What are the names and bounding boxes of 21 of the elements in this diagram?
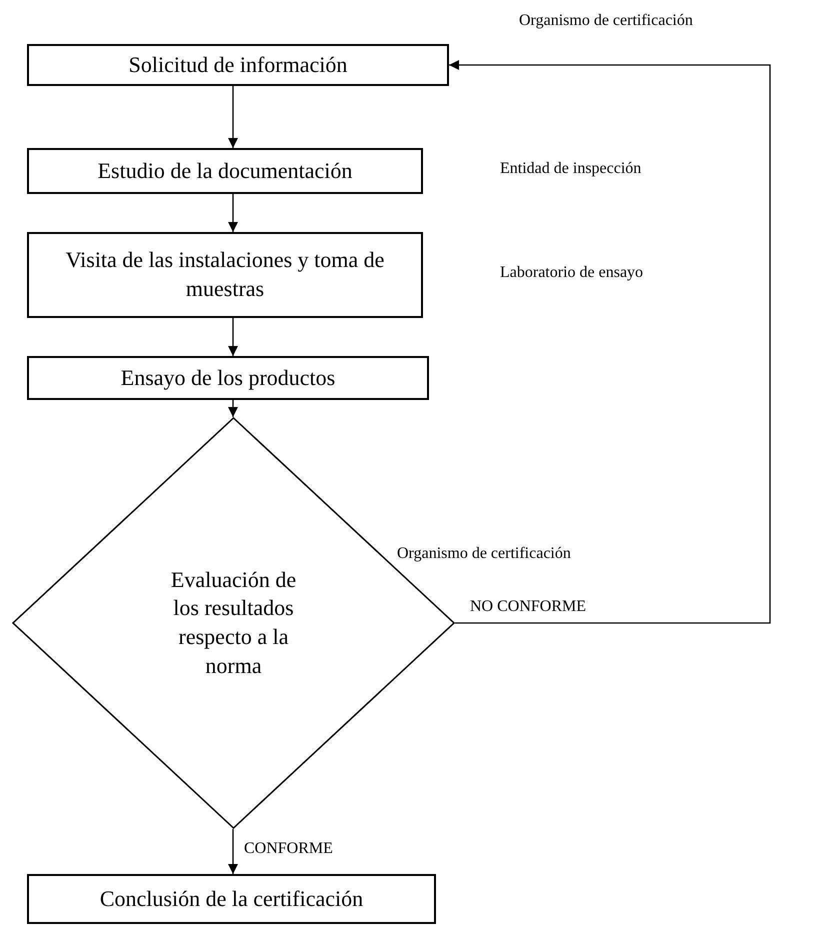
node-label: Conclusión de la certificación (100, 884, 364, 913)
process-box (27, 874, 436, 924)
node-label: Ensayo de los productos (120, 364, 336, 392)
arrow (228, 194, 238, 232)
arrow (228, 829, 238, 874)
node-label: Solicitud de información (128, 50, 348, 79)
side-note: Organismo de certificación (519, 12, 693, 30)
side-note: Laboratorio de ensayo (500, 264, 644, 282)
arrow (228, 318, 238, 356)
process-box (27, 148, 423, 194)
arrow (228, 400, 238, 417)
side-note: Entidad de inspección (500, 160, 642, 178)
arrow (449, 60, 771, 624)
process-box (27, 44, 449, 86)
node-label: Estudio de la documentación (98, 156, 352, 185)
process-box (27, 356, 429, 400)
arrow (228, 86, 238, 148)
node-label: Evaluación de los resultados respecto a la norma (170, 566, 298, 680)
process-box (27, 232, 423, 318)
node-label: Visita de las instalaciones y toma de muestras (64, 246, 386, 303)
side-note: Organismo de certificación (397, 545, 571, 563)
